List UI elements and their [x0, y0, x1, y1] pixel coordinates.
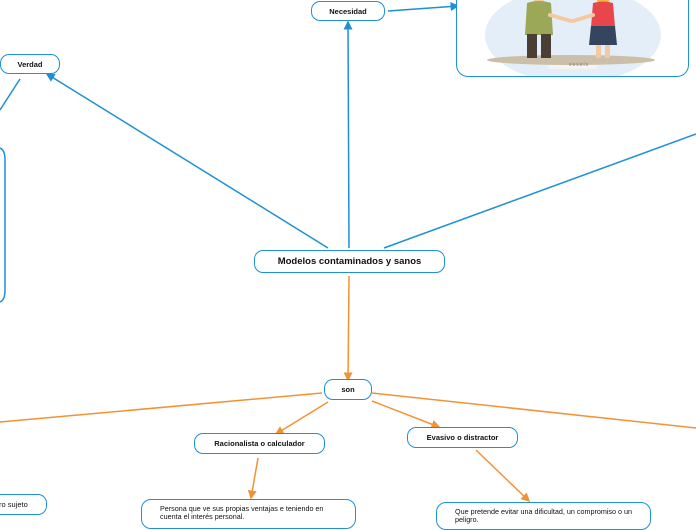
otro-sujeto-label: ro sujeto — [0, 500, 28, 509]
racionalista-description: Persona que ve sus propias ventajas e te… — [160, 504, 324, 521]
son-label: son — [341, 385, 355, 394]
son-node[interactable]: son — [324, 379, 372, 400]
necesidad-label: Necesidad — [329, 6, 367, 16]
edge-racionalista-desc — [247, 457, 259, 500]
edge-son-racionalista — [274, 401, 329, 435]
edge-son-left — [0, 392, 323, 423]
couple-handshake-illustration — [485, 0, 661, 76]
edge-evasivo-desc — [475, 449, 531, 503]
racionalista-description-box[interactable]: Persona que ve sus propias ventajas e te… — [141, 499, 356, 529]
evasivo-label: Evasivo o distractor — [426, 433, 499, 442]
edge-necesidad-image — [387, 2, 460, 12]
edge-son-evasivo — [371, 400, 441, 429]
evasivo-description: Que pretende evitar una dificultad, un c… — [455, 507, 632, 524]
verdad-node[interactable]: Verdad — [0, 54, 60, 74]
edge-central-verdad — [45, 73, 329, 249]
left-partial-box — [0, 147, 6, 303]
central-topic-label: Modelos contaminados y sanos — [277, 256, 422, 267]
racionalista-label: Racionalista o calculador — [214, 439, 305, 448]
edge-central-son — [343, 275, 353, 382]
central-topic-node[interactable]: Modelos contaminados y sanos — [254, 250, 445, 273]
illustration-box[interactable]: vexels — [456, 0, 689, 77]
evasivo-node[interactable]: Evasivo o distractor — [407, 427, 518, 448]
evasivo-description-box[interactable]: Que pretende evitar una dificultad, un c… — [436, 502, 651, 530]
edge-central-right — [383, 133, 696, 249]
edge-verdad-left — [0, 78, 21, 111]
edge-son-right — [371, 392, 696, 429]
vexels-watermark: vexels — [569, 62, 590, 68]
otro-sujeto-node[interactable]: ro sujeto — [0, 494, 47, 515]
edge-central-necesidad — [343, 20, 353, 249]
verdad-label: Verdad — [17, 59, 43, 69]
necesidad-node[interactable]: Necesidad — [311, 1, 385, 21]
racionalista-node[interactable]: Racionalista o calculador — [194, 433, 325, 454]
